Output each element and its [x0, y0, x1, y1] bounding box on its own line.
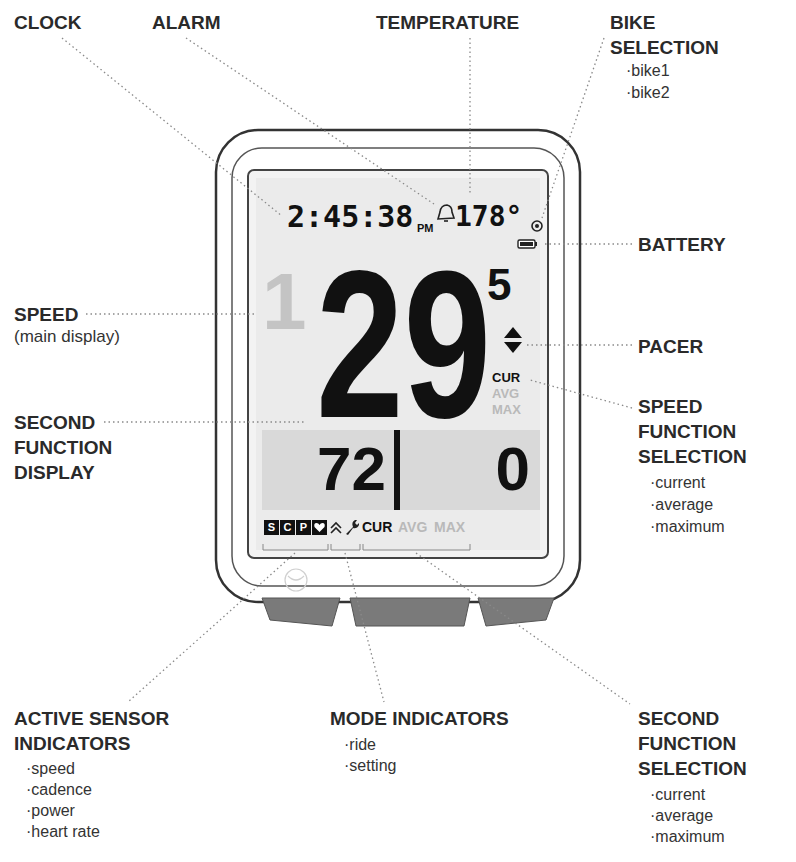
- indicator-bracket: [263, 544, 470, 550]
- callout-heading: BATTERY: [638, 232, 726, 257]
- indicator-bracket: [363, 544, 470, 550]
- alarm-bell-icon: [438, 205, 454, 221]
- setting-wrench-icon: [346, 520, 359, 535]
- leader-line: [416, 553, 630, 704]
- control-button: [262, 598, 340, 626]
- leader-line: [542, 38, 604, 218]
- callout-heading: BIKE SELECTION: [610, 10, 730, 60]
- second-function-readout: 0: [462, 434, 530, 504]
- battery-icon: [520, 242, 533, 246]
- pacer-arrows: [504, 327, 522, 353]
- callout-heading: SPEED FUNCTION SELECTION: [638, 394, 763, 469]
- brand-logo: [285, 569, 307, 591]
- callout-item: (main display): [14, 326, 120, 348]
- callout-heading: PACER: [638, 334, 703, 359]
- second-function-indicator: CUR: [362, 519, 392, 536]
- callout-heading: ACTIVE SENSOR INDICATORS: [14, 706, 174, 756]
- clock-ampm: PM: [417, 222, 434, 234]
- device-housing: [216, 130, 580, 602]
- alarm-bell-icon: [444, 220, 448, 222]
- device-housing: [216, 130, 580, 602]
- heart-rate-icon: [312, 520, 327, 535]
- control-button: [350, 598, 470, 626]
- leader-line: [186, 38, 434, 204]
- leader-line: [469, 38, 470, 194]
- indicator-bracket: [331, 544, 360, 550]
- second-function-indicator: MAX: [434, 519, 465, 536]
- brand-logo: [285, 569, 307, 591]
- control-button: [478, 598, 554, 626]
- callout-item: ·current: [650, 472, 705, 493]
- bike-selection-icon: [532, 221, 542, 231]
- callout-item: ·setting: [344, 755, 396, 776]
- setting-wrench-icon: [346, 520, 359, 535]
- callout-heading: SPEED: [14, 302, 78, 327]
- heart-rate-icon: [314, 523, 325, 532]
- callout-item: ·current: [650, 784, 705, 805]
- second-function-readout: 72: [300, 434, 386, 504]
- leader-line: [345, 553, 384, 702]
- leader-line: [128, 553, 295, 702]
- leader-line: [530, 380, 632, 408]
- bike-selection-icon: [532, 221, 542, 231]
- pacer-arrows: [504, 327, 522, 338]
- lcd-screen: [248, 170, 548, 558]
- sensor-indicator: P: [296, 520, 311, 535]
- ride-mode-chevrons: [331, 528, 341, 533]
- callout-item: ·average: [650, 805, 713, 826]
- callout-heading: TEMPERATURE: [376, 10, 519, 35]
- bike-selection-icon: [535, 224, 539, 228]
- callout-heading: SECOND FUNCTION DISPLAY: [14, 410, 134, 485]
- speed-readout: 29: [316, 240, 491, 450]
- callout-heading: ALARM: [152, 10, 221, 35]
- unlit-speed-digit: 1: [262, 262, 307, 342]
- second-function-indicator: AVG: [398, 519, 427, 536]
- clock-readout: 2:45:38: [287, 199, 413, 235]
- callout-heading: MODE INDICATORS: [330, 706, 509, 731]
- heart-rate-icon: [312, 520, 327, 535]
- leader-line: [104, 421, 306, 422]
- device-housing: [232, 148, 564, 586]
- alarm-bell-icon: [438, 205, 454, 219]
- callout-heading: SECOND FUNCTION SELECTION: [638, 706, 763, 781]
- ride-mode-chevrons: [331, 523, 341, 533]
- speed-function-indicator: MAX: [492, 402, 521, 417]
- battery-icon: [518, 240, 537, 248]
- callout-item: ·average: [650, 494, 713, 515]
- battery-icon: [518, 240, 535, 248]
- callout-heading: CLOCK: [14, 10, 82, 35]
- sensor-indicator: C: [280, 520, 295, 535]
- leader-line: [526, 344, 632, 345]
- callout-item: ·maximum: [650, 516, 725, 537]
- lcd-screen: [248, 170, 548, 558]
- callout-item: ·bike2: [626, 82, 670, 103]
- leader-line: [62, 38, 632, 704]
- speed-function-indicator: AVG: [492, 386, 519, 401]
- speed-function-indicator: CUR: [492, 370, 520, 385]
- callout-item: ·speed: [26, 758, 75, 779]
- callout-item: ·ride: [344, 734, 376, 755]
- pacer-arrows: [504, 342, 522, 353]
- brand-logo: [288, 576, 304, 580]
- indicator-bracket: [263, 544, 328, 550]
- sensor-indicator: S: [264, 520, 279, 535]
- temperature-readout: 178°: [455, 199, 522, 235]
- callout-item: ·bike1: [626, 60, 670, 81]
- control-button: [262, 598, 554, 626]
- callout-item: ·heart rate: [26, 821, 100, 842]
- callout-item: ·cadence: [26, 779, 92, 800]
- callout-item: ·power: [26, 800, 75, 821]
- callout-item: ·maximum: [650, 826, 725, 847]
- lcd-screen: [256, 178, 540, 550]
- battery-icon: [535, 242, 537, 246]
- leader-line: [86, 313, 254, 314]
- leader-line: [542, 243, 632, 244]
- leader-line: [62, 38, 282, 216]
- speed-decimal: 5: [487, 262, 511, 308]
